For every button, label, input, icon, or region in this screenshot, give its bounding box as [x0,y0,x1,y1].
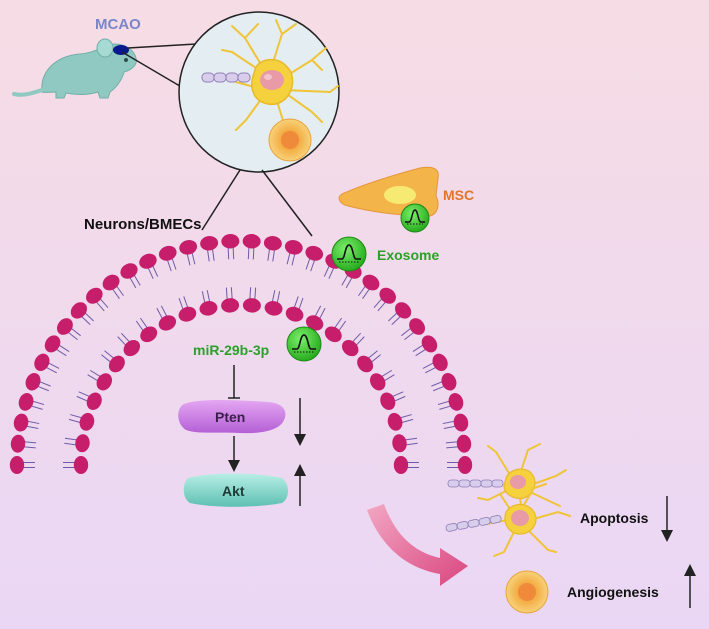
neuron-icon [447,443,567,513]
exosome-icon [286,326,322,362]
akt-protein [183,473,288,507]
bmec-cell-icon [268,118,312,162]
cell-membrane-bilayer [9,234,473,474]
membrane-line-right [261,169,313,237]
akt-label: Akt [222,483,245,499]
msc-label: MSC [443,187,474,203]
exosome-icon [400,203,430,233]
outcome-curved-arrow [367,504,468,586]
angiogenesis-label: Angiogenesis [567,584,659,600]
apoptosis-label: Apoptosis [580,510,649,526]
exosome-icon [331,236,367,272]
pten-protein [178,400,286,434]
zoom-line-top [127,43,197,49]
neuron-icon [201,19,339,143]
mcao-label: MCAO [95,16,141,33]
pten-label: Pten [215,409,245,425]
mouse-icon [12,38,137,99]
neurons-bmecs-label: Neurons/BMECs [84,216,202,233]
exosome-label: Exosome [377,247,439,263]
mcao-lesion-marker [113,45,129,55]
membrane-line-left [201,169,241,231]
bmec-cell-icon [505,570,549,614]
neuron-icon [445,483,571,557]
mirna-label: miR-29b-3p [193,342,269,358]
